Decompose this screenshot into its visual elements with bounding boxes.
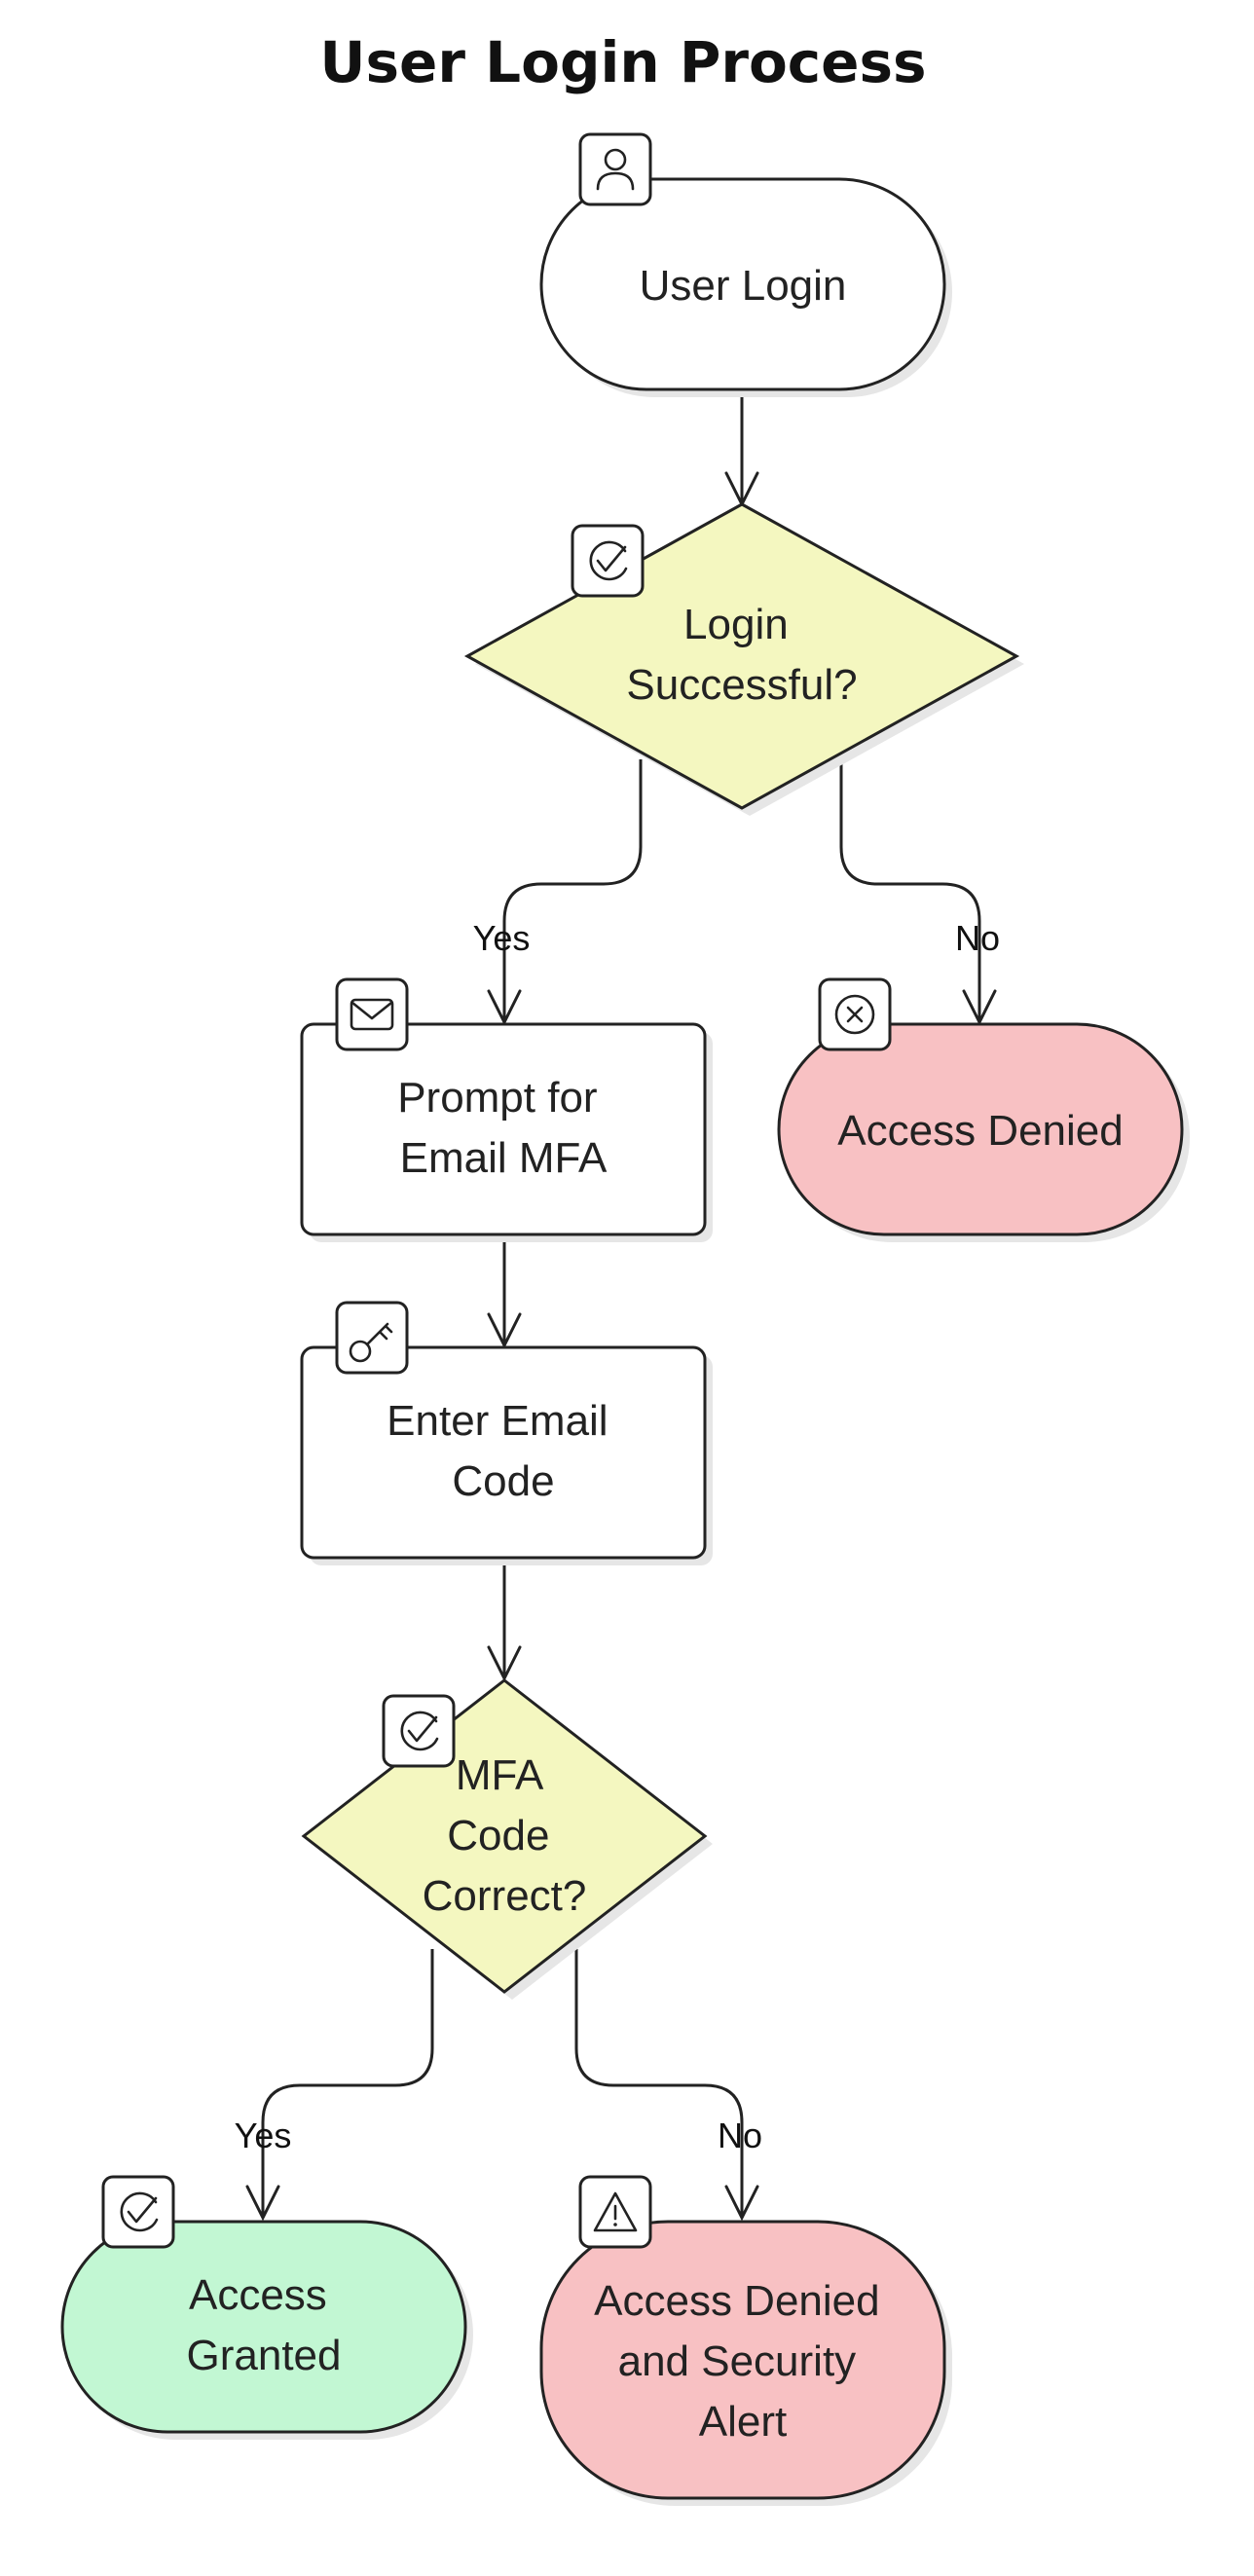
- svg-text:Enter Email Code: Enter Email Code: [387, 1397, 620, 1505]
- node-prompt-mfa[interactable]: Prompt for Email MFA: [300, 977, 713, 1242]
- node-access-denied-alert[interactable]: Access Denied and Security Alert: [539, 2175, 952, 2506]
- node-label-line-1: Enter Email: [387, 1397, 608, 1445]
- node-label-line-2: and Security: [618, 2337, 857, 2385]
- node-label: User Login: [640, 262, 847, 310]
- check-circle-icon: [382, 1694, 456, 1768]
- svg-text:MFA Code Correct?: MFA Code Correct?: [423, 1751, 587, 1920]
- node-label-line-2: Email MFA: [400, 1134, 608, 1182]
- node-label-line-2: Code: [447, 1812, 549, 1859]
- edge-prompt-to-enter: [487, 1234, 522, 1349]
- node-label-line-2: Code: [452, 1457, 554, 1505]
- node-label-line-1: MFA: [456, 1751, 544, 1799]
- svg-text:Access Granted: Access Granted: [187, 2271, 342, 2379]
- svg-text:User Login: User Login: [640, 262, 847, 310]
- node-label-line-1: Prompt for: [397, 1074, 597, 1122]
- node-login-successful[interactable]: Login Successful?: [463, 502, 1024, 816]
- check-circle-icon: [571, 524, 645, 598]
- edge-enter-to-mfa: [487, 1558, 522, 1682]
- edge-label-login-yes: Yes: [473, 918, 531, 958]
- node-access-granted[interactable]: Access Granted: [60, 2175, 473, 2440]
- edge-label-mfa-no: No: [718, 2116, 762, 2155]
- diagram-title: User Login Process: [319, 29, 926, 95]
- edge-login-yes: [487, 759, 643, 1026]
- node-label-line-2: Granted: [187, 2332, 342, 2379]
- edge-label-mfa-yes: Yes: [235, 2116, 292, 2155]
- node-label-line-1: Login: [683, 601, 789, 648]
- user-icon: [578, 132, 652, 206]
- node-label-line-2: Successful?: [626, 661, 857, 709]
- warning-icon: [578, 2175, 652, 2249]
- x-circle-icon: [818, 977, 892, 1051]
- node-label-line-3: Correct?: [423, 1872, 587, 1920]
- node-label-line-3: Alert: [699, 2398, 787, 2446]
- mail-icon: [335, 977, 409, 1051]
- node-enter-code[interactable]: Enter Email Code: [300, 1301, 713, 1565]
- svg-text:Access Denied and Securi: Access Denied and Security Alert: [594, 2277, 892, 2446]
- node-access-denied[interactable]: Access Denied: [777, 977, 1190, 1242]
- node-mfa-correct[interactable]: MFA Code Correct?: [301, 1678, 713, 2000]
- svg-text:Prompt for Email MFA: Prompt for Email MFA: [397, 1074, 609, 1182]
- key-icon: [335, 1301, 409, 1375]
- svg-text:Access Denied: Access Denied: [837, 1107, 1123, 1155]
- node-user-login[interactable]: User Login: [539, 132, 952, 397]
- node-label-line-1: Access: [189, 2271, 327, 2319]
- check-circle-icon: [101, 2175, 175, 2249]
- svg-text:Login Successful?: Login Successful?: [626, 601, 857, 709]
- edge-mfa-no: [574, 1949, 759, 2222]
- edge-login-no: [839, 759, 997, 1026]
- node-label-line-1: Access Denied: [594, 2277, 879, 2325]
- edge-login-to-decision: [724, 393, 759, 508]
- edge-mfa-yes: [245, 1949, 434, 2222]
- edge-label-login-no: No: [955, 918, 1000, 958]
- node-label: Access Denied: [837, 1107, 1123, 1155]
